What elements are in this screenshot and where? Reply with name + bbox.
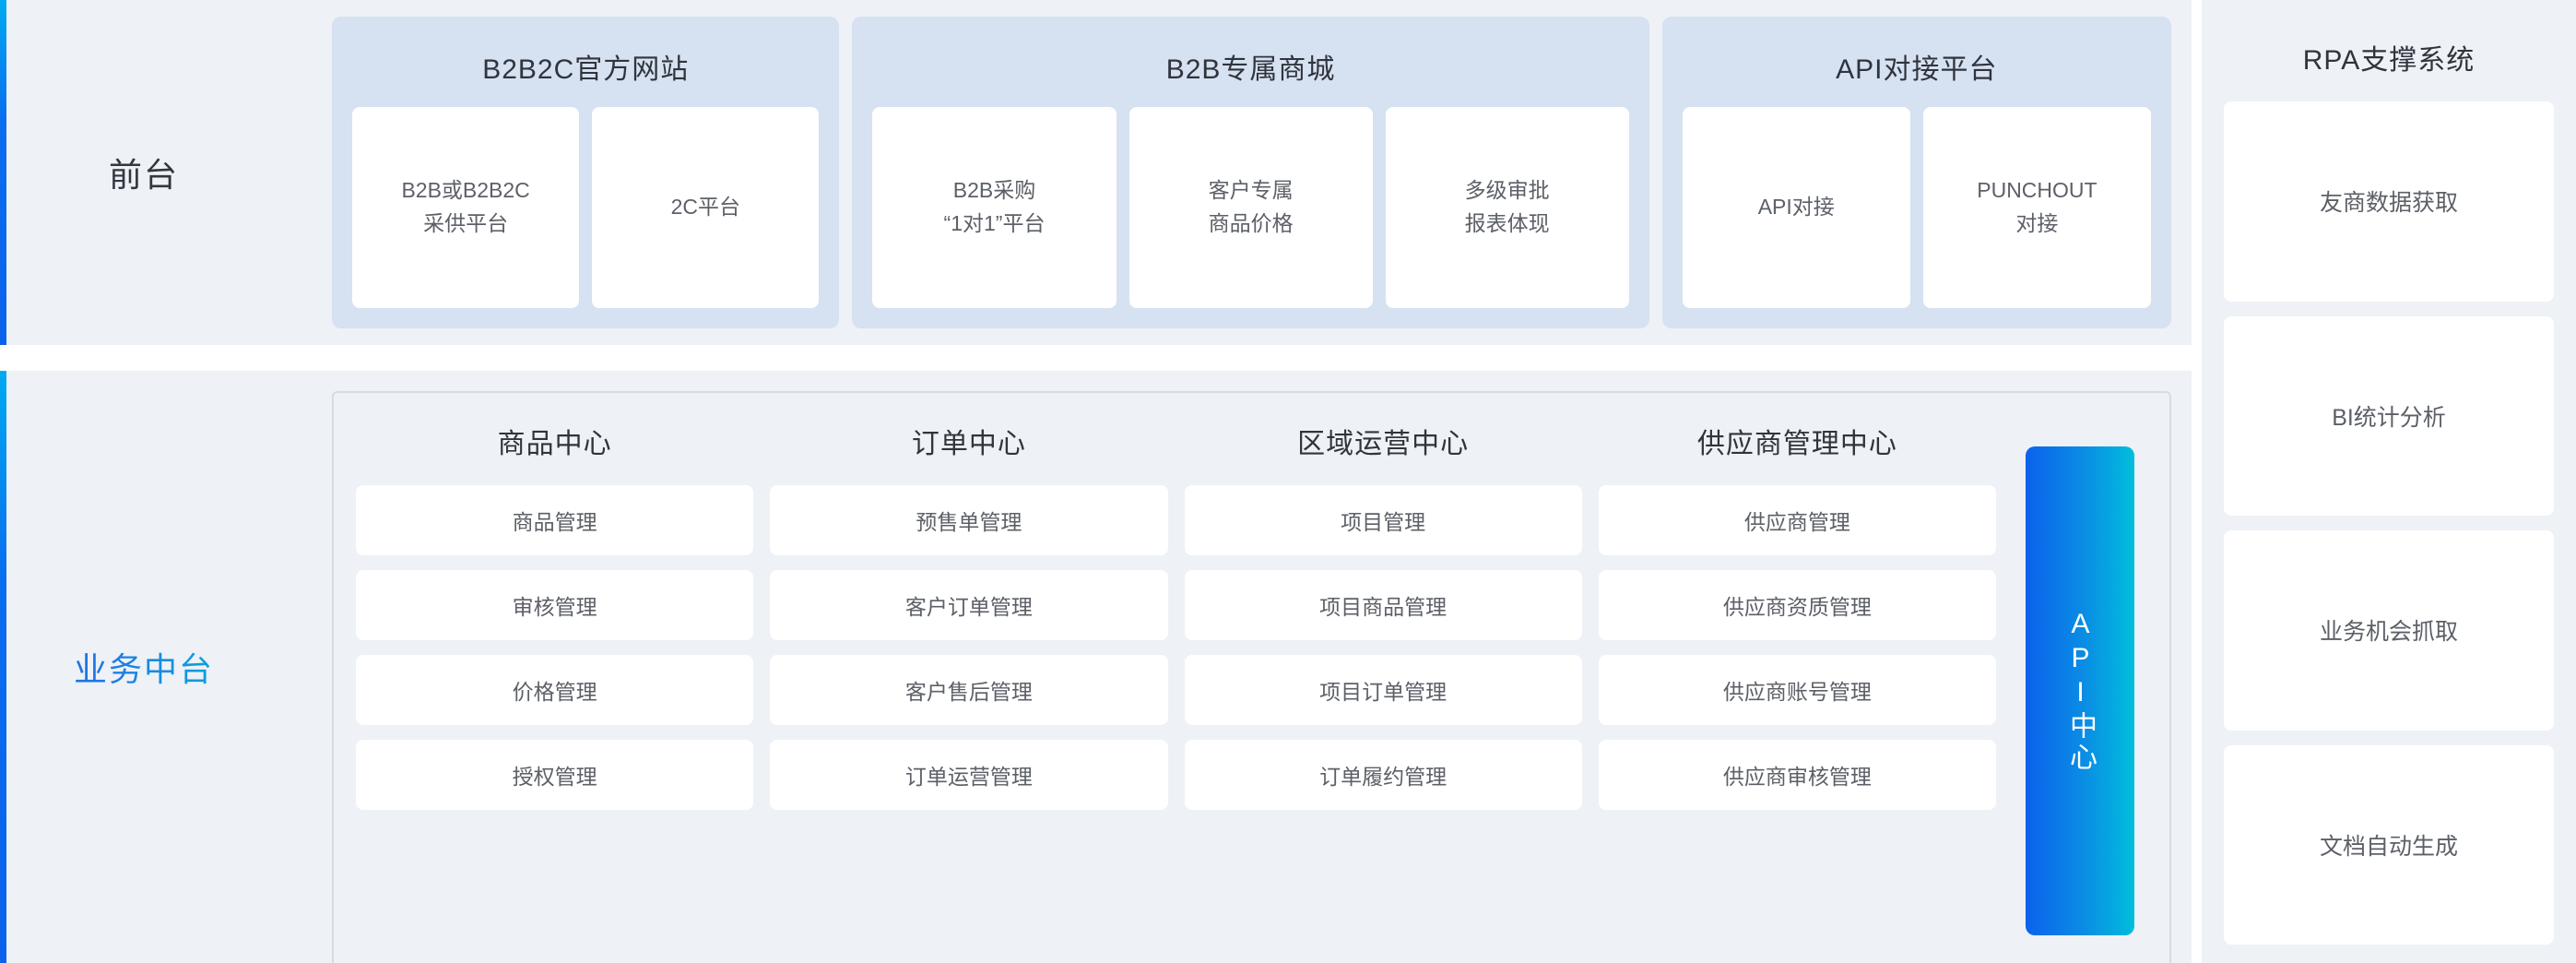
center-card[interactable]: 授权管理	[356, 740, 754, 810]
front-card-label-1-0: B2B采购 “1对1”平台	[943, 178, 1046, 235]
center-card-label-1-3: 订单运营管理	[904, 765, 1033, 789]
front-card[interactable]: B2B或B2B2C 采供平台	[352, 107, 580, 308]
mid-office-frame: 商品中心 商品管理 审核管理 价格管理 授权管理 订单中心 预售单管理 客户订单…	[332, 391, 2171, 963]
center-card-label-3-2: 供应商账号管理	[1722, 680, 1872, 704]
center-card[interactable]: 预售单管理	[770, 485, 1168, 555]
center-card-label-3-1: 供应商资质管理	[1722, 595, 1872, 619]
center-card[interactable]: 客户订单管理	[770, 570, 1168, 640]
center-card[interactable]: 客户售后管理	[770, 655, 1168, 725]
center-card-label-2-1: 项目商品管理	[1319, 595, 1448, 619]
rpa-card[interactable]: 业务机会抓取	[2224, 530, 2554, 731]
front-card-label-1-2: 多级审批 报表体现	[1464, 178, 1550, 235]
rpa-card-label-0: 友商数据获取	[2319, 190, 2458, 217]
center-title: 区域运营中心	[1297, 429, 1470, 459]
center-title: 订单中心	[911, 429, 1026, 459]
center-card-label-3-0: 供应商管理	[1743, 510, 1850, 534]
center-card-label-3-3: 供应商审核管理	[1722, 765, 1872, 789]
rpa-support-column: RPA支撑系统 友商数据获取 BI统计分析 业务机会抓取 文档自动生成	[2202, 0, 2576, 963]
api-center-block[interactable]: API中心	[2026, 446, 2134, 935]
center-column-product: 商品中心 商品管理 审核管理 价格管理 授权管理	[356, 408, 754, 963]
center-card-label-1-0: 预售单管理	[916, 510, 1022, 534]
tier-label-mid-office: 业务中台	[0, 371, 288, 963]
front-panel-cards: B2B采购 “1对1”平台 客户专属 商品价格 多级审批 报表体现	[872, 107, 1629, 308]
front-card[interactable]: PUNCHOUT 对接	[1922, 107, 2152, 308]
front-panel-title: API对接平台	[1836, 54, 1998, 85]
center-card-label-0-1: 审核管理	[512, 595, 597, 619]
front-card[interactable]: API对接	[1682, 107, 1910, 308]
center-card[interactable]: 项目商品管理	[1184, 570, 1582, 640]
rpa-card-label-1: BI统计分析	[2332, 404, 2446, 431]
center-card-label-0-0: 商品管理	[512, 510, 597, 534]
front-card[interactable]: B2B采购 “1对1”平台	[872, 107, 1117, 308]
center-card-label-2-2: 项目订单管理	[1319, 680, 1448, 704]
front-card-label-2-0: API对接	[1757, 195, 1835, 220]
center-card[interactable]: 供应商管理	[1598, 485, 1996, 555]
center-card[interactable]: 商品管理	[356, 485, 754, 555]
center-card[interactable]: 项目管理	[1184, 485, 1582, 555]
front-card-label-1-1: 客户专属 商品价格	[1208, 178, 1294, 235]
front-card[interactable]: 2C平台	[592, 107, 820, 308]
rpa-card[interactable]: 友商数据获取	[2224, 101, 2554, 302]
tier-label-front-office-text: 前台	[108, 156, 179, 194]
front-panel-title: B2B2C官方网站	[482, 54, 690, 85]
front-card[interactable]: 客户专属 商品价格	[1128, 107, 1373, 308]
center-card-label-1-1: 客户订单管理	[904, 595, 1033, 619]
center-card[interactable]: 供应商审核管理	[1598, 740, 1996, 810]
center-card[interactable]: 订单履约管理	[1184, 740, 1582, 810]
rpa-card[interactable]: 文档自动生成	[2224, 744, 2554, 945]
center-card-label-0-2: 价格管理	[512, 680, 597, 704]
api-center-label: API中心	[2065, 608, 2096, 774]
front-panel-title: B2B专属商城	[1165, 54, 1336, 85]
center-title: 供应商管理中心	[1696, 429, 1897, 459]
center-card[interactable]: 价格管理	[356, 655, 754, 725]
front-panel-api-platform: API对接平台 API对接 PUNCHOUT 对接	[1661, 17, 2171, 328]
center-card[interactable]: 供应商账号管理	[1598, 655, 1996, 725]
front-office-panels: B2B2C官方网站 B2B或B2B2C 采供平台 2C平台 B2B专属商城 B2…	[288, 0, 2192, 345]
center-card-label-1-2: 客户售后管理	[904, 680, 1033, 704]
center-column-regional-ops: 区域运营中心 项目管理 项目商品管理 项目订单管理 订单履约管理	[1184, 408, 1582, 963]
center-card[interactable]: 供应商资质管理	[1598, 570, 1996, 640]
tier-label-mid-office-text: 业务中台	[73, 650, 214, 688]
front-card-label-0-1: 2C平台	[670, 195, 741, 220]
front-card[interactable]: 多级审批 报表体现	[1385, 107, 1629, 308]
front-panel-cards: B2B或B2B2C 采供平台 2C平台	[352, 107, 820, 308]
center-card[interactable]: 审核管理	[356, 570, 754, 640]
front-panel-b2b2c-website: B2B2C官方网站 B2B或B2B2C 采供平台 2C平台	[332, 17, 840, 328]
center-title: 商品中心	[497, 429, 612, 459]
center-card[interactable]: 项目订单管理	[1184, 655, 1582, 725]
rpa-title: RPA支撑系统	[2302, 45, 2476, 76]
front-card-label-2-1: PUNCHOUT 对接	[1977, 178, 2097, 235]
center-card-label-2-0: 项目管理	[1341, 510, 1426, 534]
mid-office-accent-bar	[0, 371, 6, 963]
front-panel-cards: API对接 PUNCHOUT 对接	[1682, 107, 2152, 308]
center-card-label-2-3: 订单履约管理	[1319, 765, 1448, 789]
front-panel-b2b-mall: B2B专属商城 B2B采购 “1对1”平台 客户专属 商品价格 多级审批 报表体…	[852, 17, 1649, 328]
center-card[interactable]: 订单运营管理	[770, 740, 1168, 810]
rpa-card-label-2: 业务机会抓取	[2319, 619, 2458, 646]
center-column-supplier: 供应商管理中心 供应商管理 供应商资质管理 供应商账号管理 供应商审核管理	[1598, 408, 1996, 963]
front-card-label-0-0: B2B或B2B2C 采供平台	[401, 178, 530, 235]
mid-office-content: 商品中心 商品管理 审核管理 价格管理 授权管理 订单中心 预售单管理 客户订单…	[288, 371, 2192, 963]
tier-label-front-office: 前台	[0, 0, 288, 345]
center-column-order: 订单中心 预售单管理 客户订单管理 客户售后管理 订单运营管理	[770, 408, 1168, 963]
rpa-card-label-3: 文档自动生成	[2319, 833, 2458, 860]
front-office-accent-bar	[0, 0, 6, 345]
rpa-card[interactable]: BI统计分析	[2224, 315, 2554, 516]
center-card-label-0-3: 授权管理	[512, 765, 597, 789]
